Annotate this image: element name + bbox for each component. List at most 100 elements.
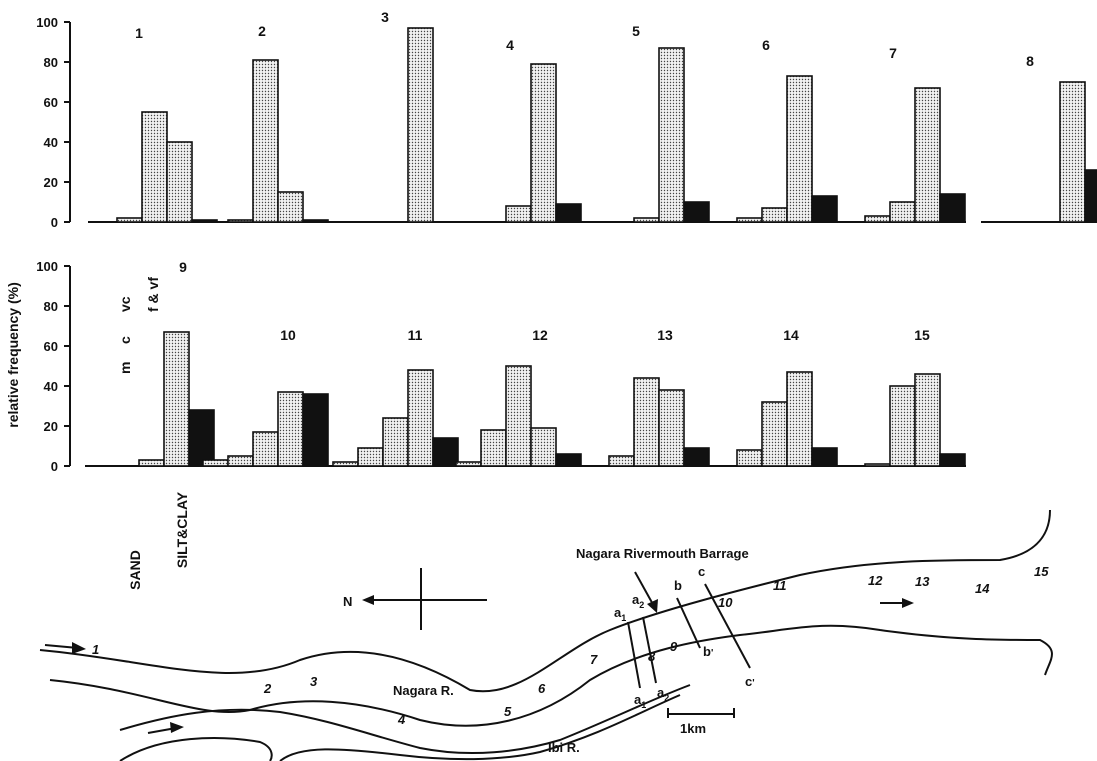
bar-station-10-c — [227, 455, 254, 467]
bar-station-8-f-vf — [1059, 81, 1086, 223]
station-label-15: 15 — [914, 327, 930, 343]
barrage-arrow-head — [647, 599, 658, 613]
station-label-10: 10 — [280, 327, 296, 343]
transect-label-a1-top: a1 — [614, 605, 626, 623]
transect-label-a1-bottom: a1 — [634, 692, 646, 710]
bar-station-15-c — [864, 463, 891, 467]
bar-station-8-silt-clay — [1084, 169, 1097, 223]
map-labels: Nagara Rivermouth Barrage Nagara R. Ibi … — [92, 546, 1049, 755]
y-tick-label-80-row-1: 80 — [44, 55, 58, 70]
map-station-5: 5 — [504, 704, 512, 719]
flow-arrow-ibi-head — [170, 722, 184, 733]
barrage-label: Nagara Rivermouth Barrage — [576, 546, 749, 561]
y-tick-label-0-row-1: 0 — [51, 215, 58, 230]
bar-station-6-c — [736, 217, 763, 223]
bar-station-12-silt-clay — [555, 453, 582, 467]
map-station-13: 13 — [915, 574, 930, 589]
bar-station-12-vc — [455, 461, 482, 467]
nagara-river-west-bank — [39, 509, 1051, 693]
map-station-1: 1 — [92, 642, 99, 657]
bar-station-2-silt-clay — [302, 219, 329, 223]
y-tick-label-20-row-1: 20 — [44, 175, 58, 190]
bar-station-5-m — [633, 217, 660, 223]
bar-station-4-silt-clay — [555, 203, 582, 223]
map-station-3: 3 — [310, 674, 318, 689]
bar-station-2-c — [227, 219, 254, 223]
station-label-13: 13 — [657, 327, 673, 343]
ibi-river-label: Ibi R. — [548, 740, 580, 755]
station-label-8: 8 — [1026, 53, 1034, 69]
bar-station-11-silt-clay — [432, 437, 459, 467]
transect-b — [676, 597, 701, 649]
map-station-9: 9 — [670, 639, 678, 654]
category-label-vc: vc — [117, 296, 133, 312]
transect-label-b-top: b — [674, 578, 682, 593]
station-label-2: 2 — [258, 23, 266, 39]
map-station-12: 12 — [868, 573, 883, 588]
y-tick-label-100-row-2: 100 — [36, 259, 58, 274]
bar-station-7-silt-clay — [939, 193, 966, 223]
group-label-silt-clay: SILT&CLAY — [174, 491, 190, 568]
bar-station-4-m — [505, 205, 532, 223]
transect-label-c-bottom: c' — [745, 674, 755, 689]
bar-station-6-silt-clay — [811, 195, 838, 223]
bar-station-14-silt-clay — [811, 447, 838, 467]
category-label-f-vf: f & vf — [145, 277, 161, 312]
transect-label-c-top: c — [698, 564, 705, 579]
transect-a2 — [642, 616, 657, 684]
bar-station-11-m — [382, 417, 409, 467]
station-label-7: 7 — [889, 45, 897, 61]
flow-arrow-nagara-head — [72, 642, 86, 654]
y-tick-label-80-row-2: 80 — [44, 299, 58, 314]
category-label-c: c — [117, 336, 133, 344]
bar-station-13-m — [633, 377, 660, 467]
ibi-river-lower-bank — [279, 694, 681, 761]
flow-arrow-sea-head — [902, 598, 914, 608]
group-label-sand: SAND — [127, 550, 143, 590]
y-tick-label-60-row-1: 60 — [44, 95, 58, 110]
map-station-2: 2 — [263, 681, 272, 696]
station-label-1: 1 — [135, 25, 143, 41]
category-label-m: m — [117, 362, 133, 374]
compass-arrow-head — [362, 595, 374, 605]
bar-station-14-m — [761, 401, 788, 467]
bar-station-14-c — [736, 449, 763, 467]
north-label: N — [343, 594, 352, 609]
bar-station-13-silt-clay — [683, 447, 710, 467]
bar-station-11-f-vf — [407, 369, 434, 467]
station-label-14: 14 — [783, 327, 799, 343]
bar-station-6-m — [761, 207, 788, 223]
ibi-river-upper-bank — [119, 684, 691, 755]
y-axis-label: relative frequency (%) — [5, 282, 21, 428]
bar-station-13-c — [608, 455, 635, 467]
bar-station-7-m — [889, 201, 916, 223]
map-station-15: 15 — [1034, 564, 1049, 579]
station-label-6: 6 — [762, 37, 770, 53]
map-station-11: 11 — [773, 578, 787, 593]
bar-station-1-f-vf — [166, 141, 193, 223]
bar-station-10-m — [252, 431, 279, 467]
map-station-14: 14 — [975, 581, 990, 596]
bar-station-9-m — [138, 459, 165, 467]
ibi-river-inlet-bank — [119, 737, 273, 761]
nagara-river-label: Nagara R. — [393, 683, 454, 698]
bar-station-15-silt-clay — [939, 453, 966, 467]
bar-station-9-silt-clay — [188, 409, 215, 467]
site-map — [39, 509, 1053, 761]
bar-station-2-f-vf — [277, 191, 304, 223]
scale-label: 1km — [680, 721, 706, 736]
bar-station-11-c — [357, 447, 384, 467]
bar-station-5-f-vf — [658, 47, 685, 223]
y-tick-label-60-row-2: 60 — [44, 339, 58, 354]
map-station-7: 7 — [590, 652, 598, 667]
y-tick-label-100-row-1: 100 — [36, 15, 58, 30]
bar-station-10-silt-clay — [302, 393, 329, 467]
bar-station-7-c — [864, 215, 891, 223]
bar-station-14-f-vf — [786, 371, 813, 467]
y-tick-label-20-row-2: 20 — [44, 419, 58, 434]
bar-station-10-f-vf — [277, 391, 304, 467]
histogram-panels: relative frequency (%) vc c m f & vf SAN… — [5, 9, 1097, 590]
station-label-9: 9 — [179, 259, 187, 275]
transect-label-a2-bottom: a2 — [657, 685, 669, 703]
